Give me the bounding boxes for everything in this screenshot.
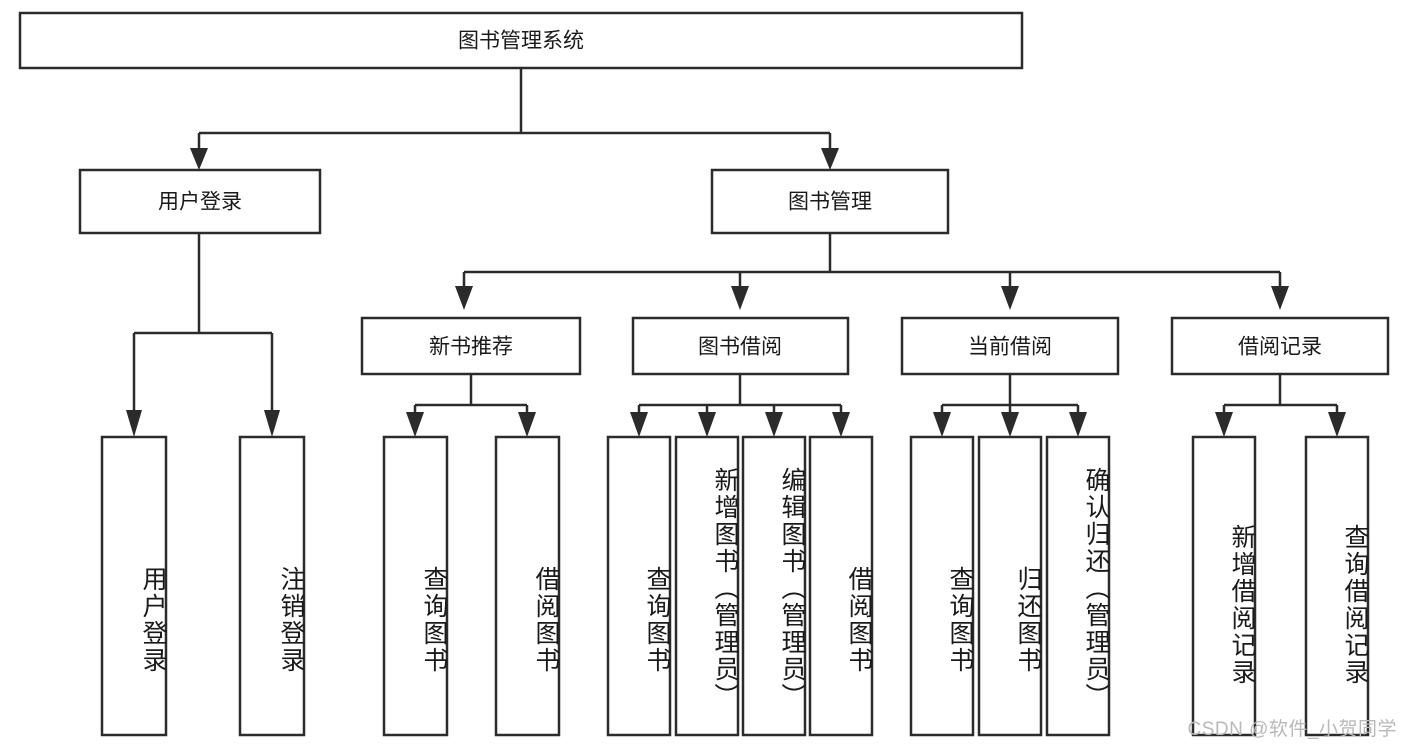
arrow-head-leaf-add-book [698,412,716,437]
leaf-box-confirm-return[interactable] [1045,435,1111,737]
arrow-head-leaf-query-book-1 [406,412,424,437]
connector-new-book-to-leaves [406,374,536,437]
arrow-head-book-borrow [731,286,749,310]
connector-root-to-level2 [190,68,839,170]
arrow-head-leaf-user-login [126,410,142,437]
node-new-book-recommend[interactable]: 新书推荐 [360,316,582,376]
node-book-manage-box[interactable] [710,168,950,235]
leaf-box-query-book-1[interactable] [382,435,449,737]
node-book-manage[interactable]: 图书管理 [710,168,950,235]
arrow-head-new-book-recommend [455,286,473,310]
connector-borrow-record-to-leaves [1215,374,1346,437]
leaf-box-add-book[interactable] [674,435,740,737]
arrow-head-leaf-user-logout [264,410,280,437]
arrow-head-borrow-record [1271,286,1289,310]
leaf-box-borrow-book-2[interactable] [808,435,874,737]
node-borrow-record-label: 借阅记录 [1238,336,1322,359]
leaf-box-query-record[interactable] [1304,435,1370,737]
leaf-box-borrow-book-1[interactable] [494,435,561,737]
node-root-label: 图书管理系统 [458,30,584,53]
arrow-head-current-borrow [1001,286,1019,310]
leaf-box-user-login[interactable] [100,435,168,737]
connector-current-borrow-to-leaves [933,374,1087,437]
arrow-head-leaf-query-book-2 [630,412,648,437]
connector-book-manage-to-level3 [455,233,1289,310]
node-borrow-record-box[interactable] [1170,316,1390,376]
node-book-borrow-box[interactable] [631,316,850,376]
node-user-login[interactable]: 用户登录 [78,168,322,235]
node-user-login-label: 用户登录 [158,191,242,214]
leaf-box-query-book-3[interactable] [909,435,975,737]
arrow-head-leaf-confirm-return [1069,412,1087,437]
arrow-head-book-manage [821,148,839,170]
arrow-head-leaf-edit-book [765,412,783,437]
leaf-box-query-book-2[interactable] [606,435,672,737]
leaf-box-add-record[interactable] [1191,435,1257,737]
watermark-text: CSDN @软件_小贺同学 [1187,719,1397,740]
node-borrow-record[interactable]: 借阅记录 [1170,316,1390,376]
node-new-book-recommend-label: 新书推荐 [429,336,513,359]
node-new-book-recommend-box[interactable] [360,316,582,376]
connector-user-login-to-leaves [126,233,280,437]
arrow-head-leaf-add-record [1215,412,1233,437]
leaf-box-return-book[interactable] [977,435,1043,737]
node-book-manage-label: 图书管理 [788,191,872,214]
connector-book-borrow-to-leaves [630,374,850,437]
node-current-borrow-label: 当前借阅 [968,336,1052,359]
leaf-box-edit-book[interactable] [741,435,807,737]
leaf-box-user-logout[interactable] [238,435,306,737]
arrow-head-leaf-query-record [1328,412,1346,437]
arrow-head-leaf-query-book-3 [933,412,951,437]
arrow-head-leaf-borrow-book-2 [832,412,850,437]
node-root-box[interactable] [18,11,1024,70]
node-book-borrow-label: 图书借阅 [698,336,782,359]
arrow-head-leaf-borrow-book-1 [518,412,536,437]
node-current-borrow-box[interactable] [900,316,1120,376]
node-user-login-box[interactable] [78,168,322,235]
node-book-borrow[interactable]: 图书借阅 [631,316,850,376]
node-current-borrow[interactable]: 当前借阅 [900,316,1120,376]
arrow-head-user-login [190,148,208,170]
node-root[interactable]: 图书管理系统 [18,11,1024,70]
arrow-head-leaf-return-book [1001,412,1019,437]
